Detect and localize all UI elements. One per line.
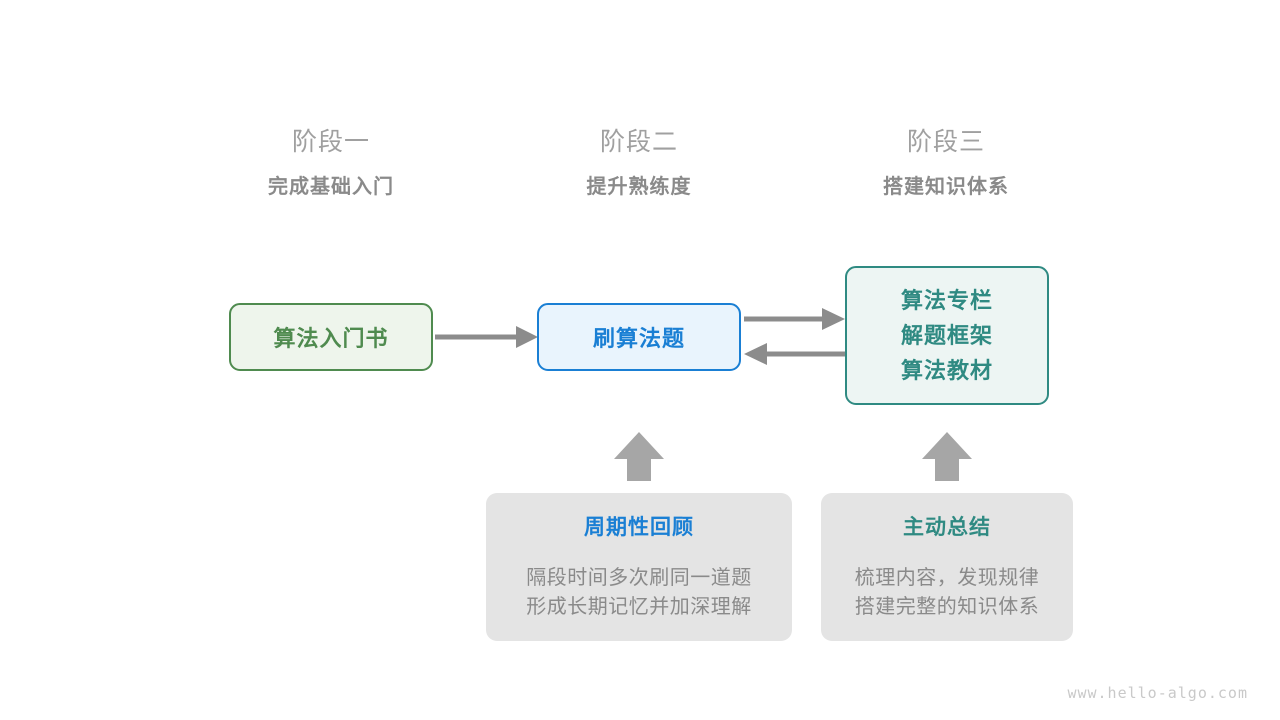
card-active-summary-body-line-2: 搭建完整的知识体系	[854, 596, 1040, 618]
node-knowledge-resources[interactable]: 算法专栏 解题框架 算法教材	[845, 266, 1049, 405]
stage-label-3: 阶段三	[906, 128, 985, 156]
card-periodic-review-body-line-2: 形成长期记忆并加深理解	[526, 596, 752, 618]
stage-subtitle-1: 完成基础入门	[268, 176, 394, 198]
arrow-right-icon-book-to-practice	[435, 326, 538, 348]
node-intro-book[interactable]: 算法入门书	[229, 303, 433, 371]
stage-header-2: 阶段二 提升熟练度	[529, 128, 749, 198]
card-periodic-review-title: 周期性回顾	[584, 516, 694, 539]
stage-label-2: 阶段二	[599, 128, 678, 156]
card-active-summary-body-line-1: 梳理内容，发现规律	[854, 567, 1040, 589]
node-knowledge-line-3: 算法教材	[900, 358, 993, 384]
node-practice-problems-label: 刷算法题	[592, 326, 685, 351]
arrow-right-icon-practice-to-knowledge	[744, 308, 845, 330]
node-knowledge-line-2: 解题框架	[900, 322, 993, 348]
stage-subtitle-2: 提升熟练度	[586, 176, 692, 198]
card-periodic-review-body: 隔段时间多次刷同一道题 形成长期记忆并加深理解	[526, 564, 752, 622]
stage-header-1: 阶段一 完成基础入门	[221, 128, 441, 198]
arrow-left-icon-knowledge-to-practice	[744, 343, 845, 365]
node-intro-book-label: 算法入门书	[273, 326, 389, 351]
arrow-up-icon-summary	[922, 432, 972, 481]
stage-subtitle-3: 搭建知识体系	[883, 176, 1009, 198]
card-periodic-review[interactable]: 周期性回顾 隔段时间多次刷同一道题 形成长期记忆并加深理解	[486, 493, 792, 641]
stage-label-1: 阶段一	[291, 128, 370, 156]
card-periodic-review-body-line-1: 隔段时间多次刷同一道题	[526, 567, 752, 589]
node-knowledge-line-1: 算法专栏	[900, 287, 993, 313]
arrow-up-icon-review	[614, 432, 664, 481]
node-practice-problems[interactable]: 刷算法题	[537, 303, 741, 371]
stage-header-3: 阶段三 搭建知识体系	[836, 128, 1056, 198]
card-active-summary-title: 主动总结	[903, 516, 991, 539]
card-active-summary-body: 梳理内容，发现规律 搭建完整的知识体系	[855, 564, 1040, 622]
watermark: www.hello-algo.com	[1067, 684, 1248, 702]
card-active-summary[interactable]: 主动总结 梳理内容，发现规律 搭建完整的知识体系	[821, 493, 1073, 641]
